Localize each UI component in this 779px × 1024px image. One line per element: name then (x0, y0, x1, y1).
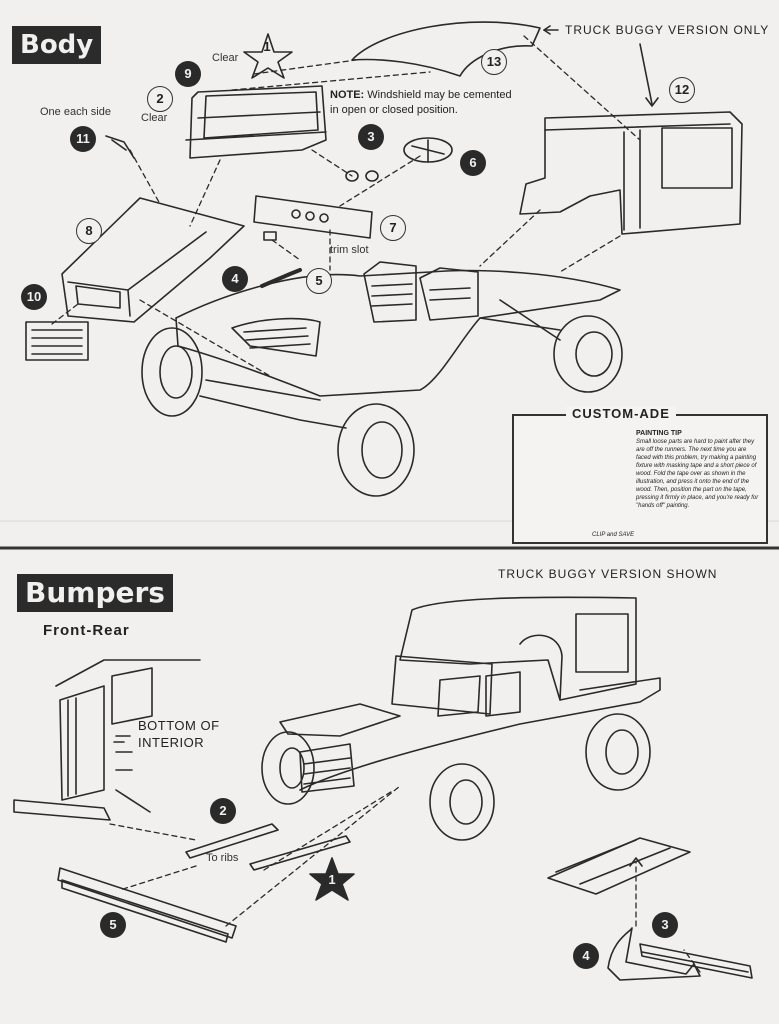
part-number-5-bumpers: 5 (100, 912, 126, 938)
section-title-body: Body (12, 26, 102, 64)
bumpers-subtitle: Front-Rear (43, 622, 130, 639)
part-number-1-bumpers: 1 (328, 872, 336, 887)
part-number-1: 1 (263, 39, 271, 54)
part-number-3: 3 (358, 124, 384, 150)
truck-buggy-assembled (261, 596, 661, 841)
knob-4 (263, 231, 277, 241)
note-prefix: NOTE: (330, 89, 365, 101)
label-bottom-interior-2: INTERIOR (138, 735, 205, 750)
section-title-bumpers: Bumpers (17, 574, 173, 612)
part-number-8: 8 (76, 218, 102, 244)
grille-10 (25, 321, 89, 361)
part-number-7: 7 (380, 215, 406, 241)
shifter-5 (260, 268, 302, 288)
custom-ade-box: CUSTOM-ADE PAINTING TIP Small loose part… (512, 406, 768, 544)
label-one-each-side: One each side (40, 106, 111, 118)
windshield-frame-9 (189, 85, 327, 159)
star-marker-top (243, 33, 293, 79)
star-marker-bottom (309, 857, 355, 901)
label-trim-slot: trim slot (330, 244, 369, 256)
rear-bumper-4 (607, 927, 701, 981)
part-number-4: 4 (222, 266, 248, 292)
dashboard-7 (253, 195, 373, 239)
note-line-2: in open or closed position. (330, 104, 458, 116)
part-number-5: 5 (306, 268, 332, 294)
arrow-12 (639, 43, 653, 105)
label-to-ribs: To ribs (206, 852, 239, 864)
windshield-note: NOTE: Windshield may be cemented in open… (330, 88, 512, 118)
part-number-6: 6 (460, 150, 486, 176)
bumper-bar-5 (57, 867, 237, 939)
cab-window (661, 127, 733, 189)
note-line-1: Windshield may be cemented (367, 89, 512, 101)
part-number-3-bumpers: 3 (652, 912, 678, 938)
clip-and-save: CLIP and SAVE (592, 532, 635, 538)
rear-bumper-3 (639, 943, 753, 979)
front-body-8 (61, 197, 245, 323)
part-number-10: 10 (21, 284, 47, 310)
part-number-13: 13 (481, 49, 507, 75)
painting-tip-heading: PAINTING TIP (636, 430, 682, 437)
label-truck-buggy-shown: TRUCK BUGGY VERSION SHOWN (498, 567, 718, 581)
part-number-2: 2 (147, 86, 173, 112)
label-truck-buggy-only: TRUCK BUGGY VERSION ONLY (565, 23, 770, 37)
interior-bottom-detail (13, 659, 201, 821)
part-number-2-bumpers: 2 (210, 798, 236, 824)
truck-cab-12 (519, 111, 743, 235)
custom-ade-title: CUSTOM-ADE (566, 406, 676, 421)
part-number-12: 12 (669, 77, 695, 103)
bumper-bracket-2b (249, 835, 351, 871)
label-clear-top: Clear (212, 52, 239, 64)
label-bottom-interior-1: BOTTOM OF (138, 718, 220, 733)
part-number-4-bumpers: 4 (573, 943, 599, 969)
roof-panel-13 (351, 21, 541, 77)
part-number-11: 11 (70, 126, 96, 152)
part-number-9: 9 (175, 61, 201, 87)
label-clear-side: Clear (141, 112, 168, 124)
bumper-bracket-2 (185, 823, 279, 859)
painting-tip-body: Small loose parts are hard to paint afte… (636, 439, 759, 509)
mirror-bracket-11 (105, 135, 135, 159)
